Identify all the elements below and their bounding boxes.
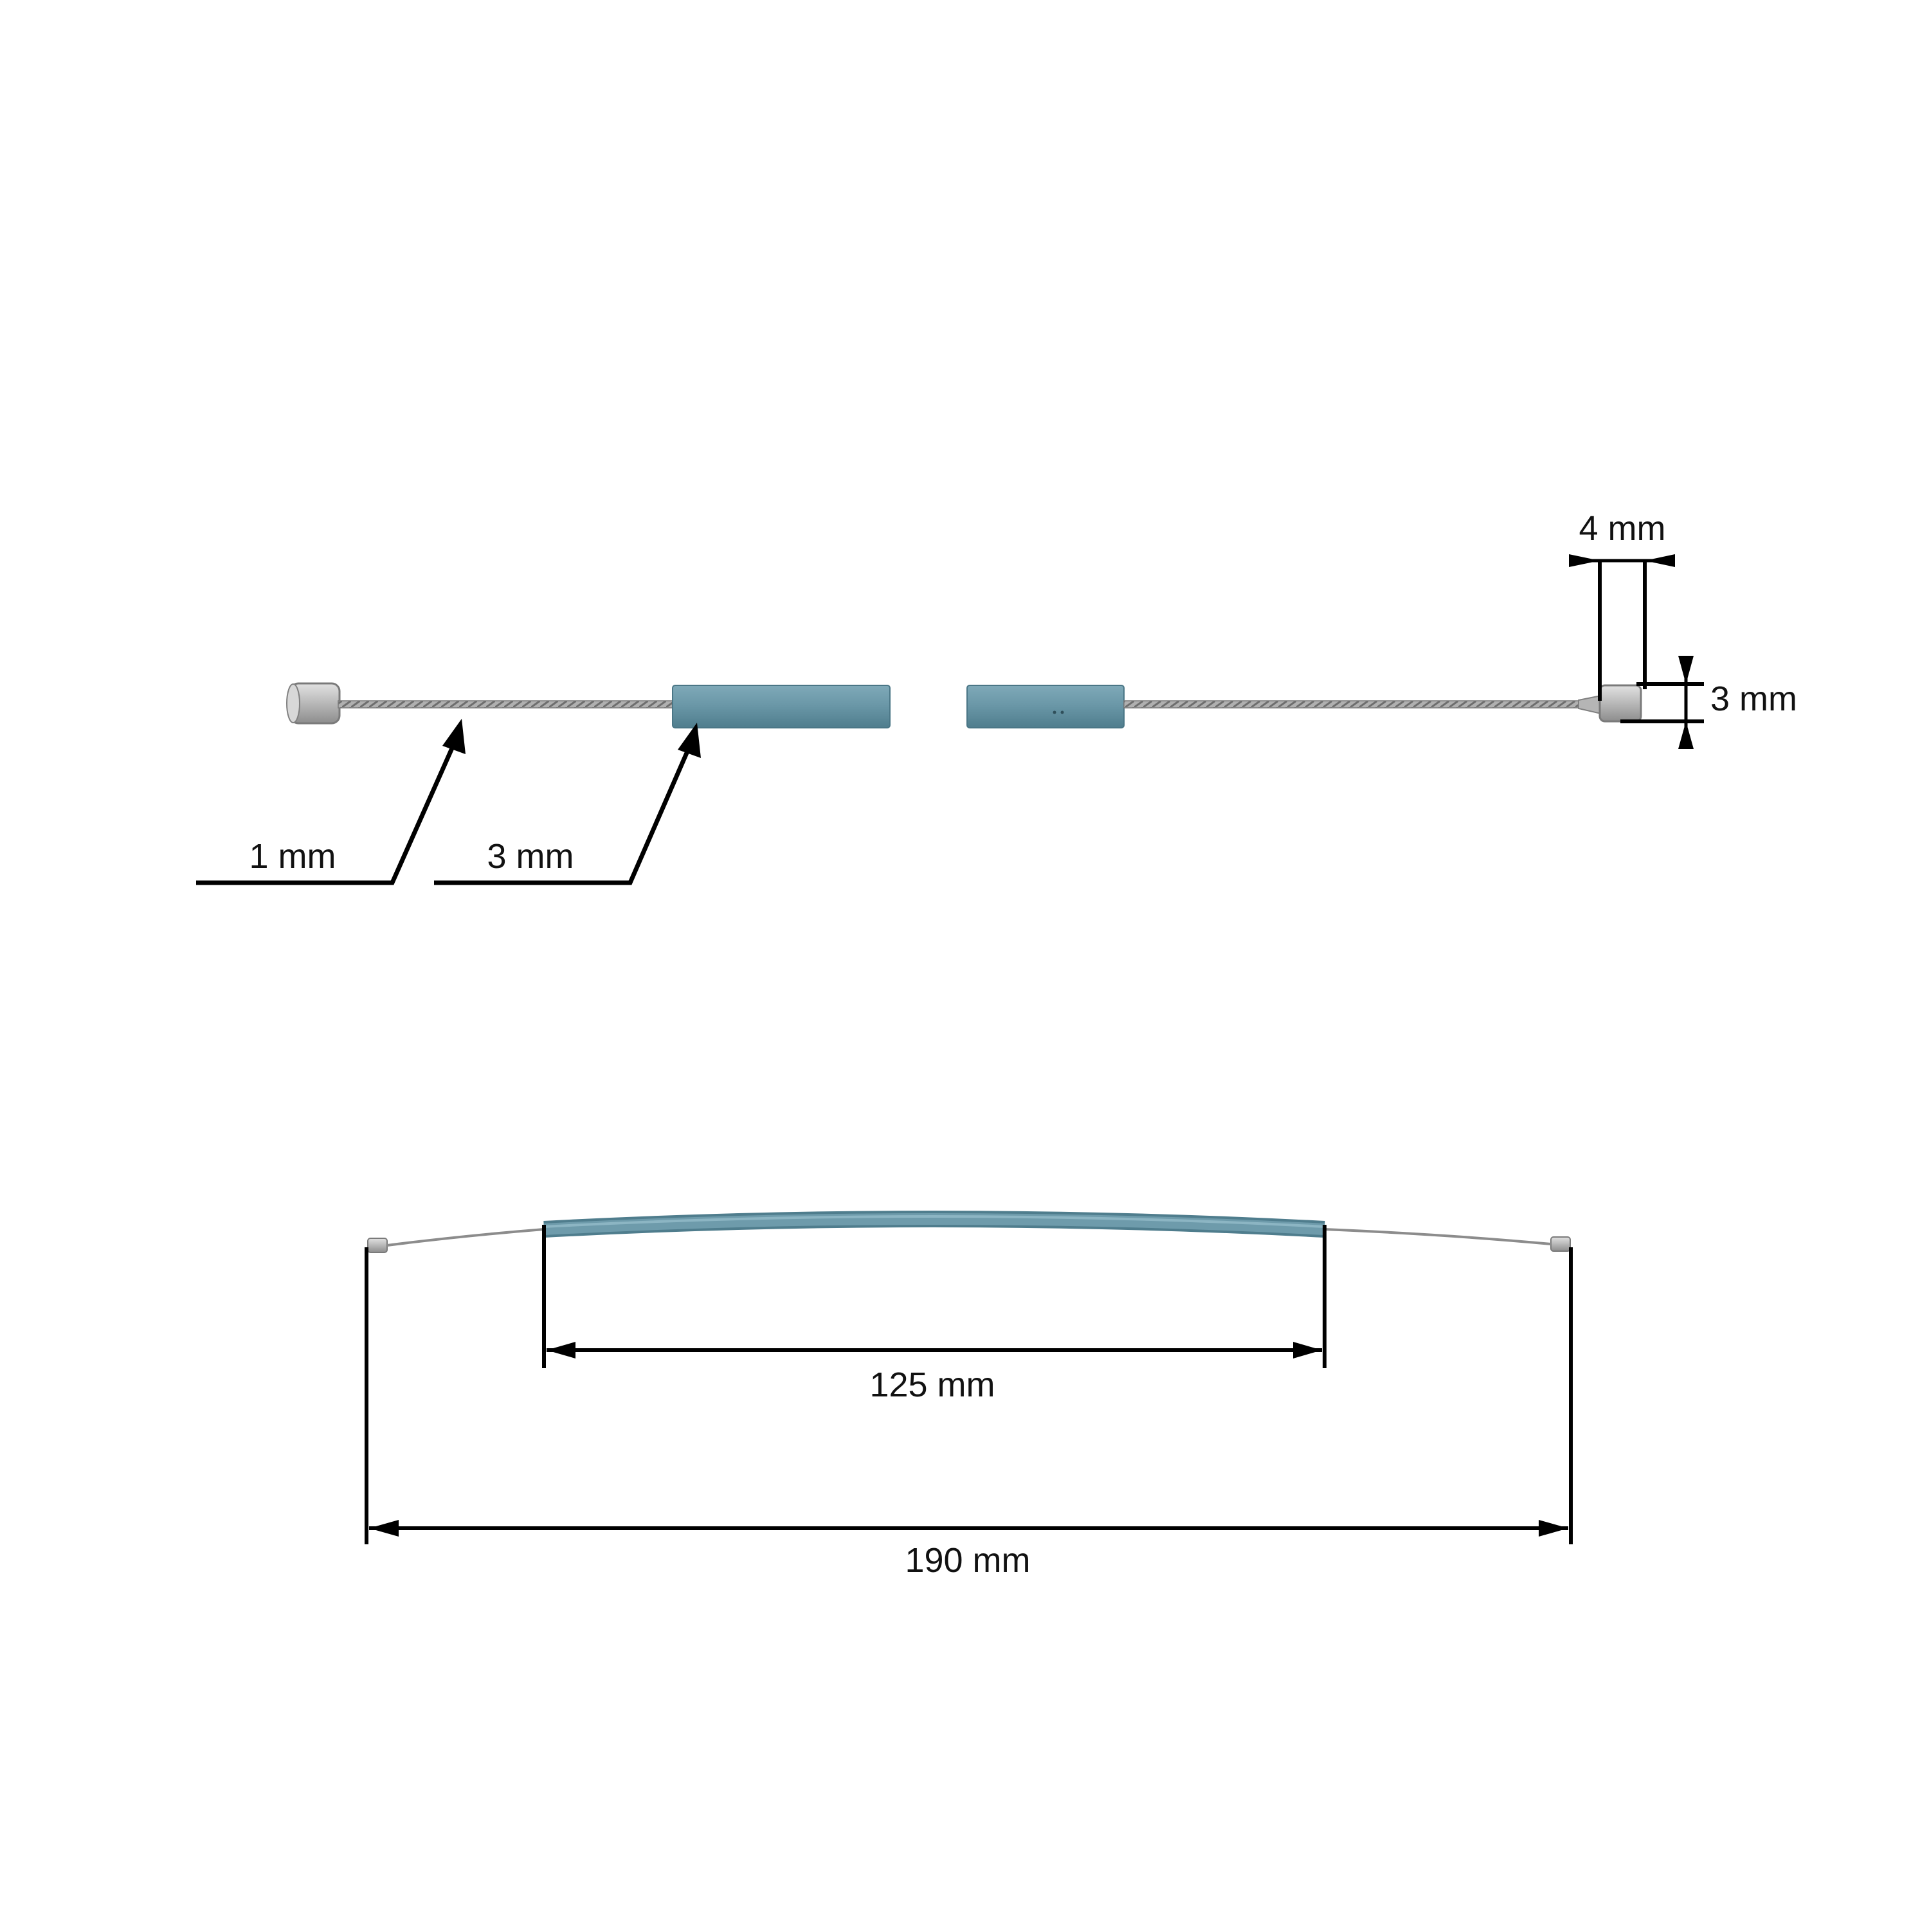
full-right-nipple bbox=[1550, 1236, 1571, 1252]
full-cable-view: 125 mm 190 mm bbox=[365, 1211, 1573, 1580]
sleeve-diameter-label: 3 mm bbox=[487, 837, 574, 876]
nipple-diameter-label: 3 mm bbox=[1710, 680, 1797, 718]
sleeve-length-dimension bbox=[542, 1225, 1327, 1368]
nipple-length-label: 4 mm bbox=[1579, 509, 1666, 548]
right-cable-nipple bbox=[1598, 684, 1642, 723]
closeup-view: 1 mm 3 mm 4 mm 3 mm bbox=[196, 509, 1797, 885]
right-inner-wire bbox=[1123, 700, 1582, 709]
total-length-label: 190 mm bbox=[905, 1541, 1030, 1580]
left-inner-wire bbox=[338, 700, 673, 709]
left-cable-nipple bbox=[286, 682, 341, 725]
left-sleeve-segment bbox=[672, 685, 891, 728]
full-left-nipple bbox=[367, 1238, 388, 1253]
sleeve-length-label: 125 mm bbox=[869, 1366, 995, 1404]
total-length-dimension bbox=[365, 1247, 1573, 1544]
wire-diameter-label: 1 mm bbox=[249, 837, 336, 876]
full-right-wire bbox=[1324, 1228, 1552, 1245]
right-sleeve-segment bbox=[966, 685, 1125, 728]
nipple-diameter-dimension bbox=[1620, 656, 1704, 749]
wire-diameter-leader bbox=[196, 719, 466, 885]
sleeve-diameter-leader bbox=[434, 723, 701, 885]
full-left-wire bbox=[386, 1228, 545, 1247]
nipple-length-dimension bbox=[1569, 554, 1675, 701]
